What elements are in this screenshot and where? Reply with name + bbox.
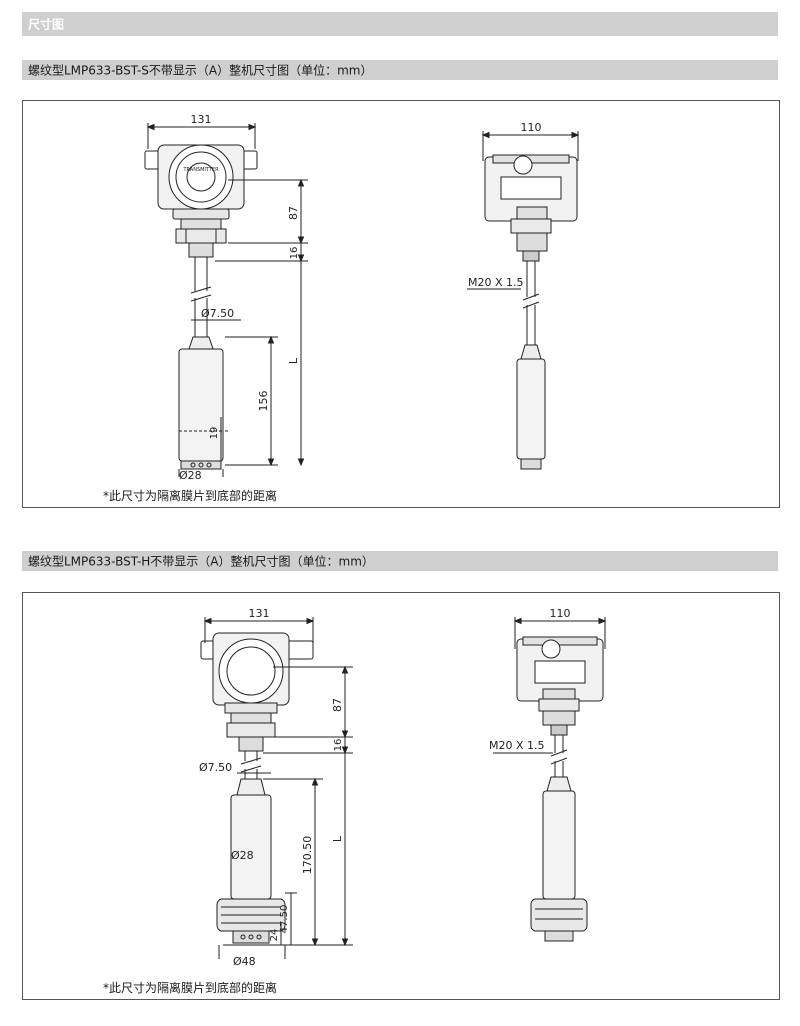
diagram-1-drawing: 131 110 87 16 L 156 19 Ø7.50 Ø28 M20 X 1… <box>144 113 580 482</box>
bottom-diameter-label: Ø28 <box>179 469 202 482</box>
dim-19-label: 19 <box>209 427 220 440</box>
diagram-1-caption: 螺纹型LMP633-BST-S不带显示（A）整机尺寸图（单位：mm） <box>28 63 373 78</box>
dim-probe-length-label: 156 <box>257 391 270 412</box>
width-dim-label: 131 <box>191 113 212 126</box>
probe-diameter-label: Ø28 <box>231 849 254 862</box>
section-title: 尺寸图 <box>28 17 65 32</box>
cable-diameter-label: Ø7.50 <box>199 761 232 774</box>
thread-label: M20 X 1.5 <box>468 276 524 289</box>
dim-47-label: 47.50 <box>279 905 290 934</box>
dim-87-label: 87 <box>331 698 344 712</box>
diagram-1-panel: 131 110 87 16 L 156 19 Ø7.50 Ø28 M20 X 1… <box>22 100 780 508</box>
side-view-s <box>467 131 580 470</box>
width-dim-label: 131 <box>249 607 270 620</box>
side-view-h <box>493 617 607 942</box>
dim-24-label: 24 <box>269 929 280 942</box>
dim-l-label: L <box>331 835 344 842</box>
diagram-2-panel: 131 110 87 16 L 170.50 47.50 24 Ø7.50 Ø2… <box>22 592 780 1000</box>
dim-87-label: 87 <box>287 206 300 220</box>
dim-l-label: L <box>287 357 300 364</box>
dim-16-label: 16 <box>333 739 344 752</box>
nameplate-text: TRANSMITTER <box>182 167 219 173</box>
dim-16-label: 16 <box>289 247 300 260</box>
side-width-dim-label: 110 <box>521 121 542 134</box>
thread-label: M20 X 1.5 <box>489 739 545 752</box>
front-view-h <box>200 617 353 959</box>
front-view-s <box>144 123 308 477</box>
diagram-2-caption-bar: 螺纹型LMP633-BST-H不带显示（A）整机尺寸图（单位：mm） <box>22 551 778 571</box>
cable-diameter-label: Ø7.50 <box>201 307 234 320</box>
side-width-dim-label: 110 <box>550 607 571 620</box>
section-header-bar: 尺寸图 <box>22 12 778 36</box>
diagram-2-footnote: *此尺寸为隔离膜片到底部的距离 <box>103 981 278 995</box>
bottom-diameter-label: Ø48 <box>233 955 256 968</box>
diagram-2-drawing: 131 110 87 16 L 170.50 47.50 24 Ø7.50 Ø2… <box>199 607 607 968</box>
dim-probe-length-label: 170.50 <box>301 836 314 875</box>
diagram-2-caption: 螺纹型LMP633-BST-H不带显示（A）整机尺寸图（单位：mm） <box>28 554 374 569</box>
diagram-1-footnote: *此尺寸为隔离膜片到底部的距离 <box>103 489 278 503</box>
diagram-1-caption-bar: 螺纹型LMP633-BST-S不带显示（A）整机尺寸图（单位：mm） <box>22 60 778 80</box>
